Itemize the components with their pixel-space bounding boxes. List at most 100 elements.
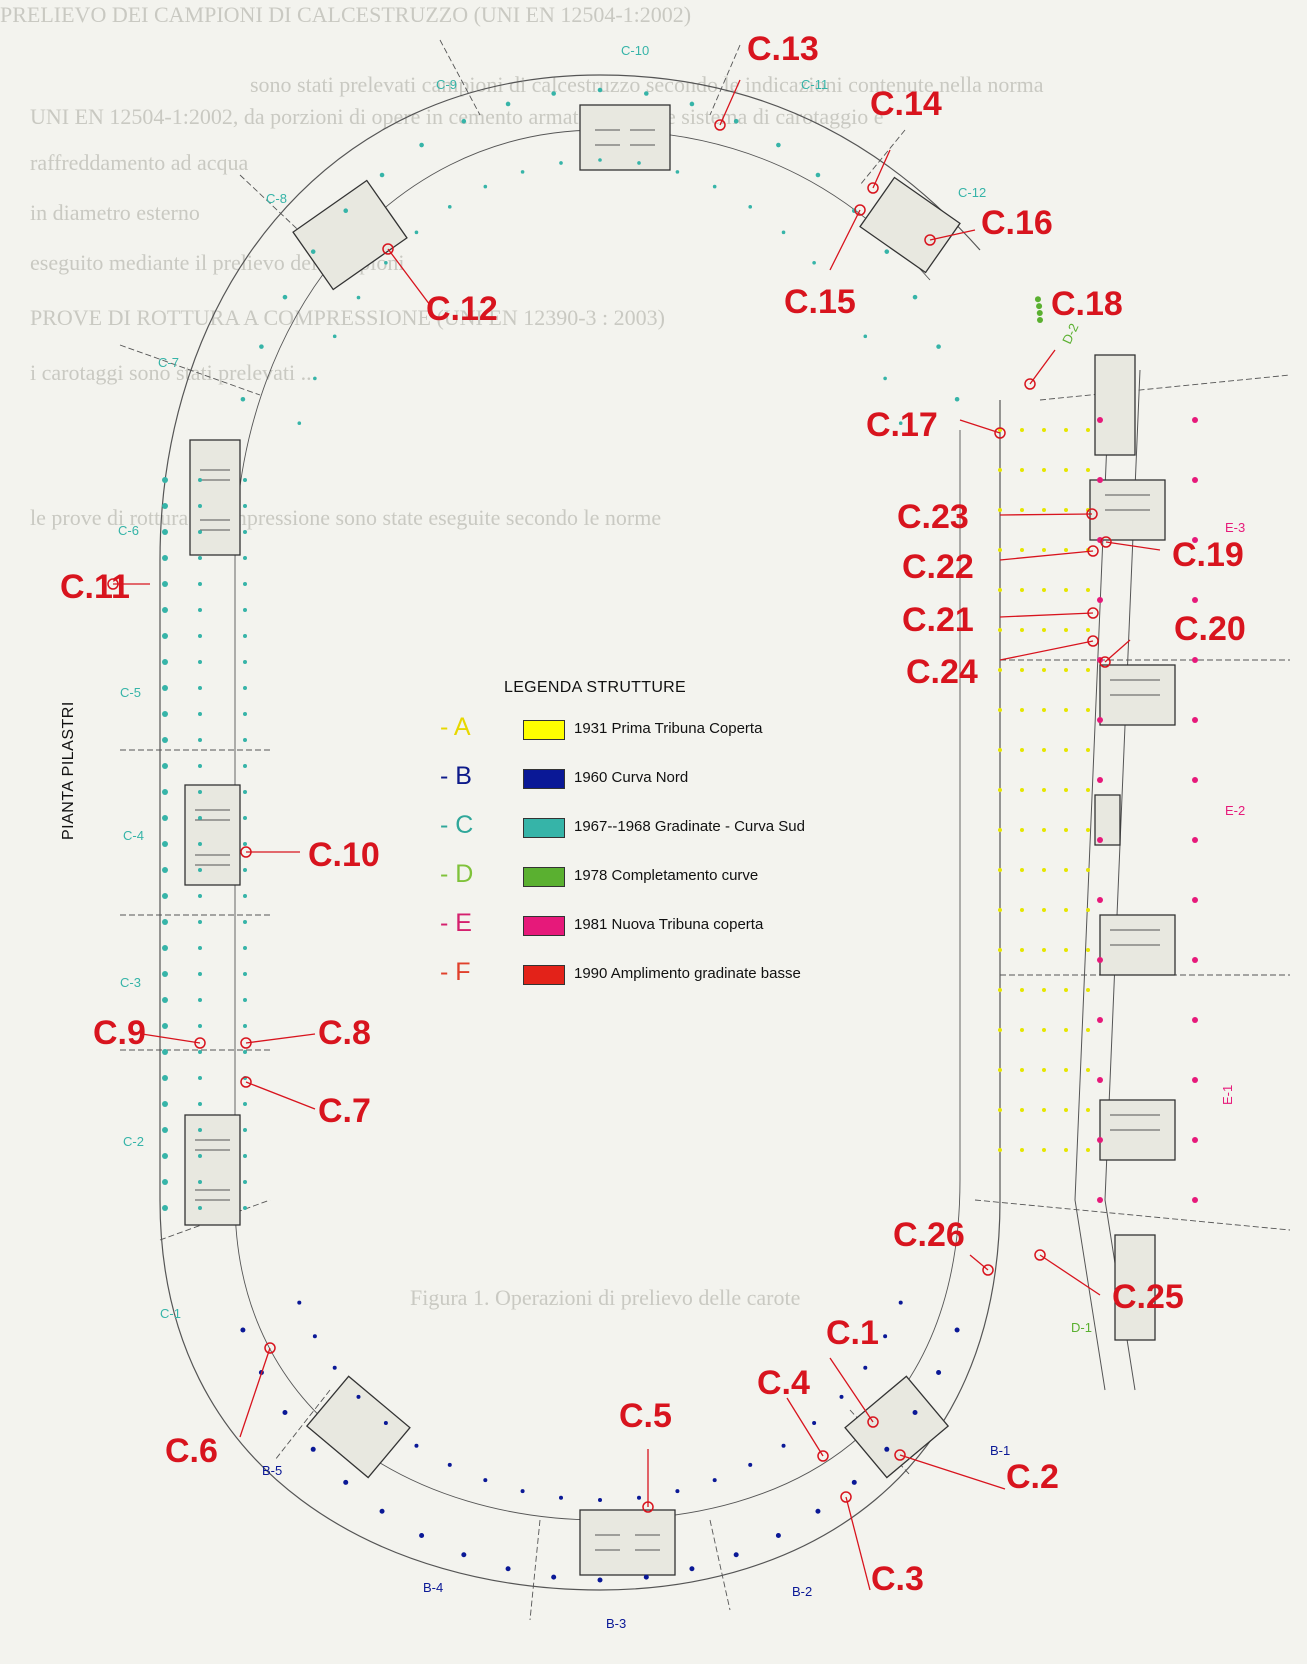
pillar [243, 478, 247, 482]
core-leader-line [929, 229, 976, 241]
pillar [198, 946, 202, 950]
pillar-e [1192, 537, 1198, 543]
pillar-a [1064, 428, 1068, 432]
pillar-arc [551, 91, 556, 96]
pillar-e [1097, 717, 1103, 723]
core-leader-line [1029, 349, 1056, 385]
pillar-a [998, 788, 1002, 792]
pillar-b [414, 1443, 419, 1448]
pillar-d [1037, 317, 1043, 323]
pillar [243, 790, 247, 794]
core-label: C.23 [897, 498, 969, 536]
pillar-outer [162, 1153, 168, 1159]
pillar-a [1042, 1148, 1046, 1152]
pillar-a [1042, 1028, 1046, 1032]
pillar [198, 894, 202, 898]
legend-label: 1960 Curva Nord [574, 769, 689, 786]
core-marker [867, 182, 879, 194]
pillar-arc [356, 295, 361, 300]
pillar-a [1020, 1148, 1024, 1152]
pillar [198, 686, 202, 690]
pillar-e [1097, 1137, 1103, 1143]
core-leader-line [999, 640, 1094, 661]
pillar-b [675, 1489, 680, 1494]
sector-label-e3: E-3 [1225, 520, 1245, 535]
pillar-outer [162, 685, 168, 691]
pillar [198, 556, 202, 560]
pillar-e [1097, 837, 1103, 843]
pillar-a [1042, 988, 1046, 992]
pillar-b [851, 1479, 857, 1485]
pillar-a [1020, 548, 1024, 552]
pillar-a [1086, 428, 1090, 432]
core-marker [642, 1501, 654, 1513]
pillar-a [1020, 1108, 1024, 1112]
core-marker [240, 1037, 252, 1049]
legend-label: 1981 Nuova Tribuna coperta [574, 916, 764, 933]
core-label: C.14 [870, 85, 942, 123]
pillar [198, 1128, 202, 1132]
pillar-arc [883, 376, 887, 381]
core-label: C.10 [308, 836, 380, 874]
pillar-b [689, 1566, 695, 1572]
core-leader-line [141, 1033, 201, 1044]
plan-side-title: PIANTA PILASTRI [60, 701, 77, 840]
pillar-outer [162, 633, 168, 639]
stair-block-c12 [859, 176, 961, 274]
core-label: C.9 [93, 1014, 146, 1052]
pillar [243, 738, 247, 742]
pillar-a [998, 1148, 1002, 1152]
sector-labels: C-1 C-2 C-3 C-4 C-5 C-6 C-7 C-8 C-9 C-10… [118, 43, 1245, 1631]
pillar [198, 712, 202, 716]
pillar [198, 998, 202, 1002]
sector-label-c10: C-10 [621, 43, 649, 58]
pillar-outer [162, 997, 168, 1003]
legend-label: 1967--1968 Gradinate - Curva Sud [574, 818, 805, 835]
pillar [243, 504, 247, 508]
pillar-b [282, 1409, 288, 1415]
pillar-b [461, 1552, 467, 1558]
core-leader-line [1105, 541, 1161, 551]
pillar-a [1020, 508, 1024, 512]
pillar-arc [689, 101, 695, 107]
pillar-b [343, 1479, 349, 1485]
stair-block-e3-top [1094, 354, 1136, 456]
sector-label-c2: C-2 [123, 1134, 144, 1149]
pillar-arc [598, 158, 602, 162]
pillar [243, 1024, 247, 1028]
pillar-arc [520, 170, 525, 174]
pillar-a [1042, 668, 1046, 672]
core-label: C.11 [60, 568, 130, 606]
pillar-outer [162, 841, 168, 847]
bg-heading: PROVE DI ROTTURA A COMPRESSIONE (UNI EN … [30, 305, 665, 330]
pillar-a [1086, 788, 1090, 792]
pillar-outer [162, 607, 168, 613]
pillar-e [1097, 597, 1103, 603]
pillar-arc [419, 142, 424, 148]
core-label: C.1 [826, 1314, 879, 1352]
pillar-b [483, 1478, 488, 1483]
pillar-a [998, 868, 1002, 872]
pillar-e [1192, 897, 1198, 903]
pillar-outer [162, 763, 168, 769]
pillar-a [1086, 948, 1090, 952]
pillar-a [998, 668, 1002, 672]
pillar-b [936, 1370, 942, 1376]
pillar-e [1192, 717, 1198, 723]
stair-block-b5 [305, 1375, 411, 1479]
core-leader-line [999, 513, 1093, 516]
bg-line: UNI EN 12504-1:2002, da porzioni di oper… [30, 104, 884, 129]
legend-item-e: - E 1981 Nuova Tribuna coperta [440, 909, 840, 939]
legend-letter: - C [440, 811, 474, 839]
pillar-e [1097, 417, 1103, 423]
pillar-a [1042, 1068, 1046, 1072]
pillar [243, 920, 247, 924]
legend-title: LEGENDA STRUTTURE [504, 679, 687, 696]
pillar-d [1036, 310, 1043, 317]
legend-swatch [523, 818, 565, 838]
sector-label-c1: C-1 [160, 1306, 181, 1321]
pillar-a [1064, 548, 1068, 552]
legend-letter: - D [440, 860, 474, 888]
core-marker [1024, 378, 1036, 390]
